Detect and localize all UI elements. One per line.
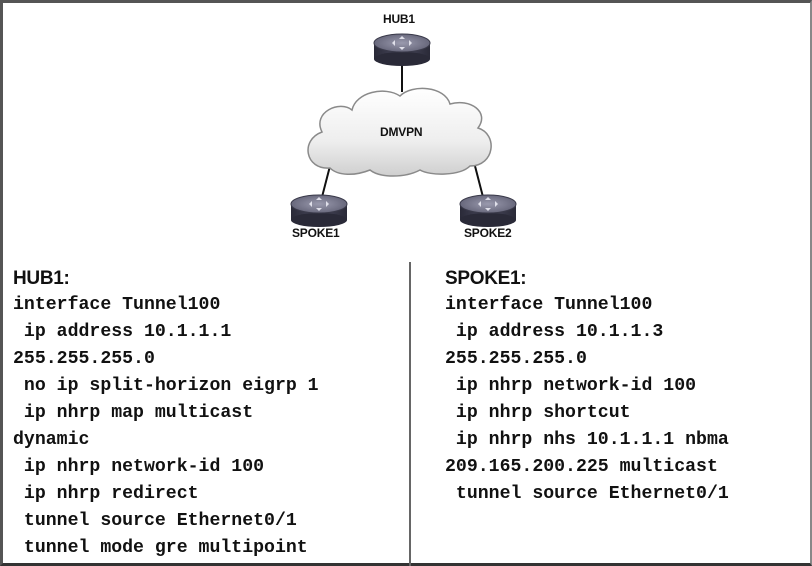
- spoke1-label: SPOKE1: [292, 226, 340, 240]
- link-cloud-spoke1: [321, 165, 331, 198]
- spoke2-label: SPOKE2: [464, 226, 512, 240]
- hub-config-title: HUB1:: [13, 268, 70, 289]
- topology-svg: [290, 33, 517, 227]
- config-line: ip nhrp redirect: [13, 484, 199, 504]
- config-line: tunnel source Ethernet0/1: [13, 511, 297, 531]
- config-line: ip nhrp nhs 10.1.1.1 nbma: [445, 430, 729, 450]
- link-cloud-spoke2: [474, 165, 484, 198]
- topology-diagram: HUB1 DMVPN SPOKE1 SPOKE2: [0, 0, 812, 262]
- config-line: ip address 10.1.1.3: [445, 322, 664, 342]
- config-line: ip nhrp network-id 100: [13, 457, 265, 477]
- config-line: 209.165.200.225 multicast: [445, 457, 718, 477]
- spoke-config-title: SPOKE1:: [445, 268, 527, 289]
- dmvpn-cloud: [307, 87, 492, 177]
- spoke-config-panel: SPOKE1: interface Tunnel100 ip address 1…: [445, 265, 729, 508]
- router-icon: [290, 194, 348, 227]
- config-line: ip nhrp shortcut: [445, 403, 631, 423]
- config-line: 255.255.255.0: [445, 349, 587, 369]
- config-line: ip address 10.1.1.1: [13, 322, 232, 342]
- config-line: interface Tunnel100: [13, 295, 221, 315]
- config-line: dynamic: [13, 430, 90, 450]
- cloud-label: DMVPN: [380, 125, 423, 139]
- config-line: tunnel mode gre multipoint: [13, 538, 308, 558]
- config-line: 255.255.255.0: [13, 349, 155, 369]
- column-divider: [409, 262, 411, 566]
- config-line: ip nhrp network-id 100: [445, 376, 697, 396]
- config-line: tunnel source Ethernet0/1: [445, 484, 729, 504]
- config-line: interface Tunnel100: [445, 295, 653, 315]
- hub-config-panel: HUB1: interface Tunnel100 ip address 10.…: [13, 265, 319, 562]
- config-line: ip nhrp map multicast: [13, 403, 254, 423]
- hub-label: HUB1: [383, 12, 415, 26]
- router-icon: [373, 33, 431, 66]
- router-icon: [459, 194, 517, 227]
- config-line: no ip split-horizon eigrp 1: [13, 376, 319, 396]
